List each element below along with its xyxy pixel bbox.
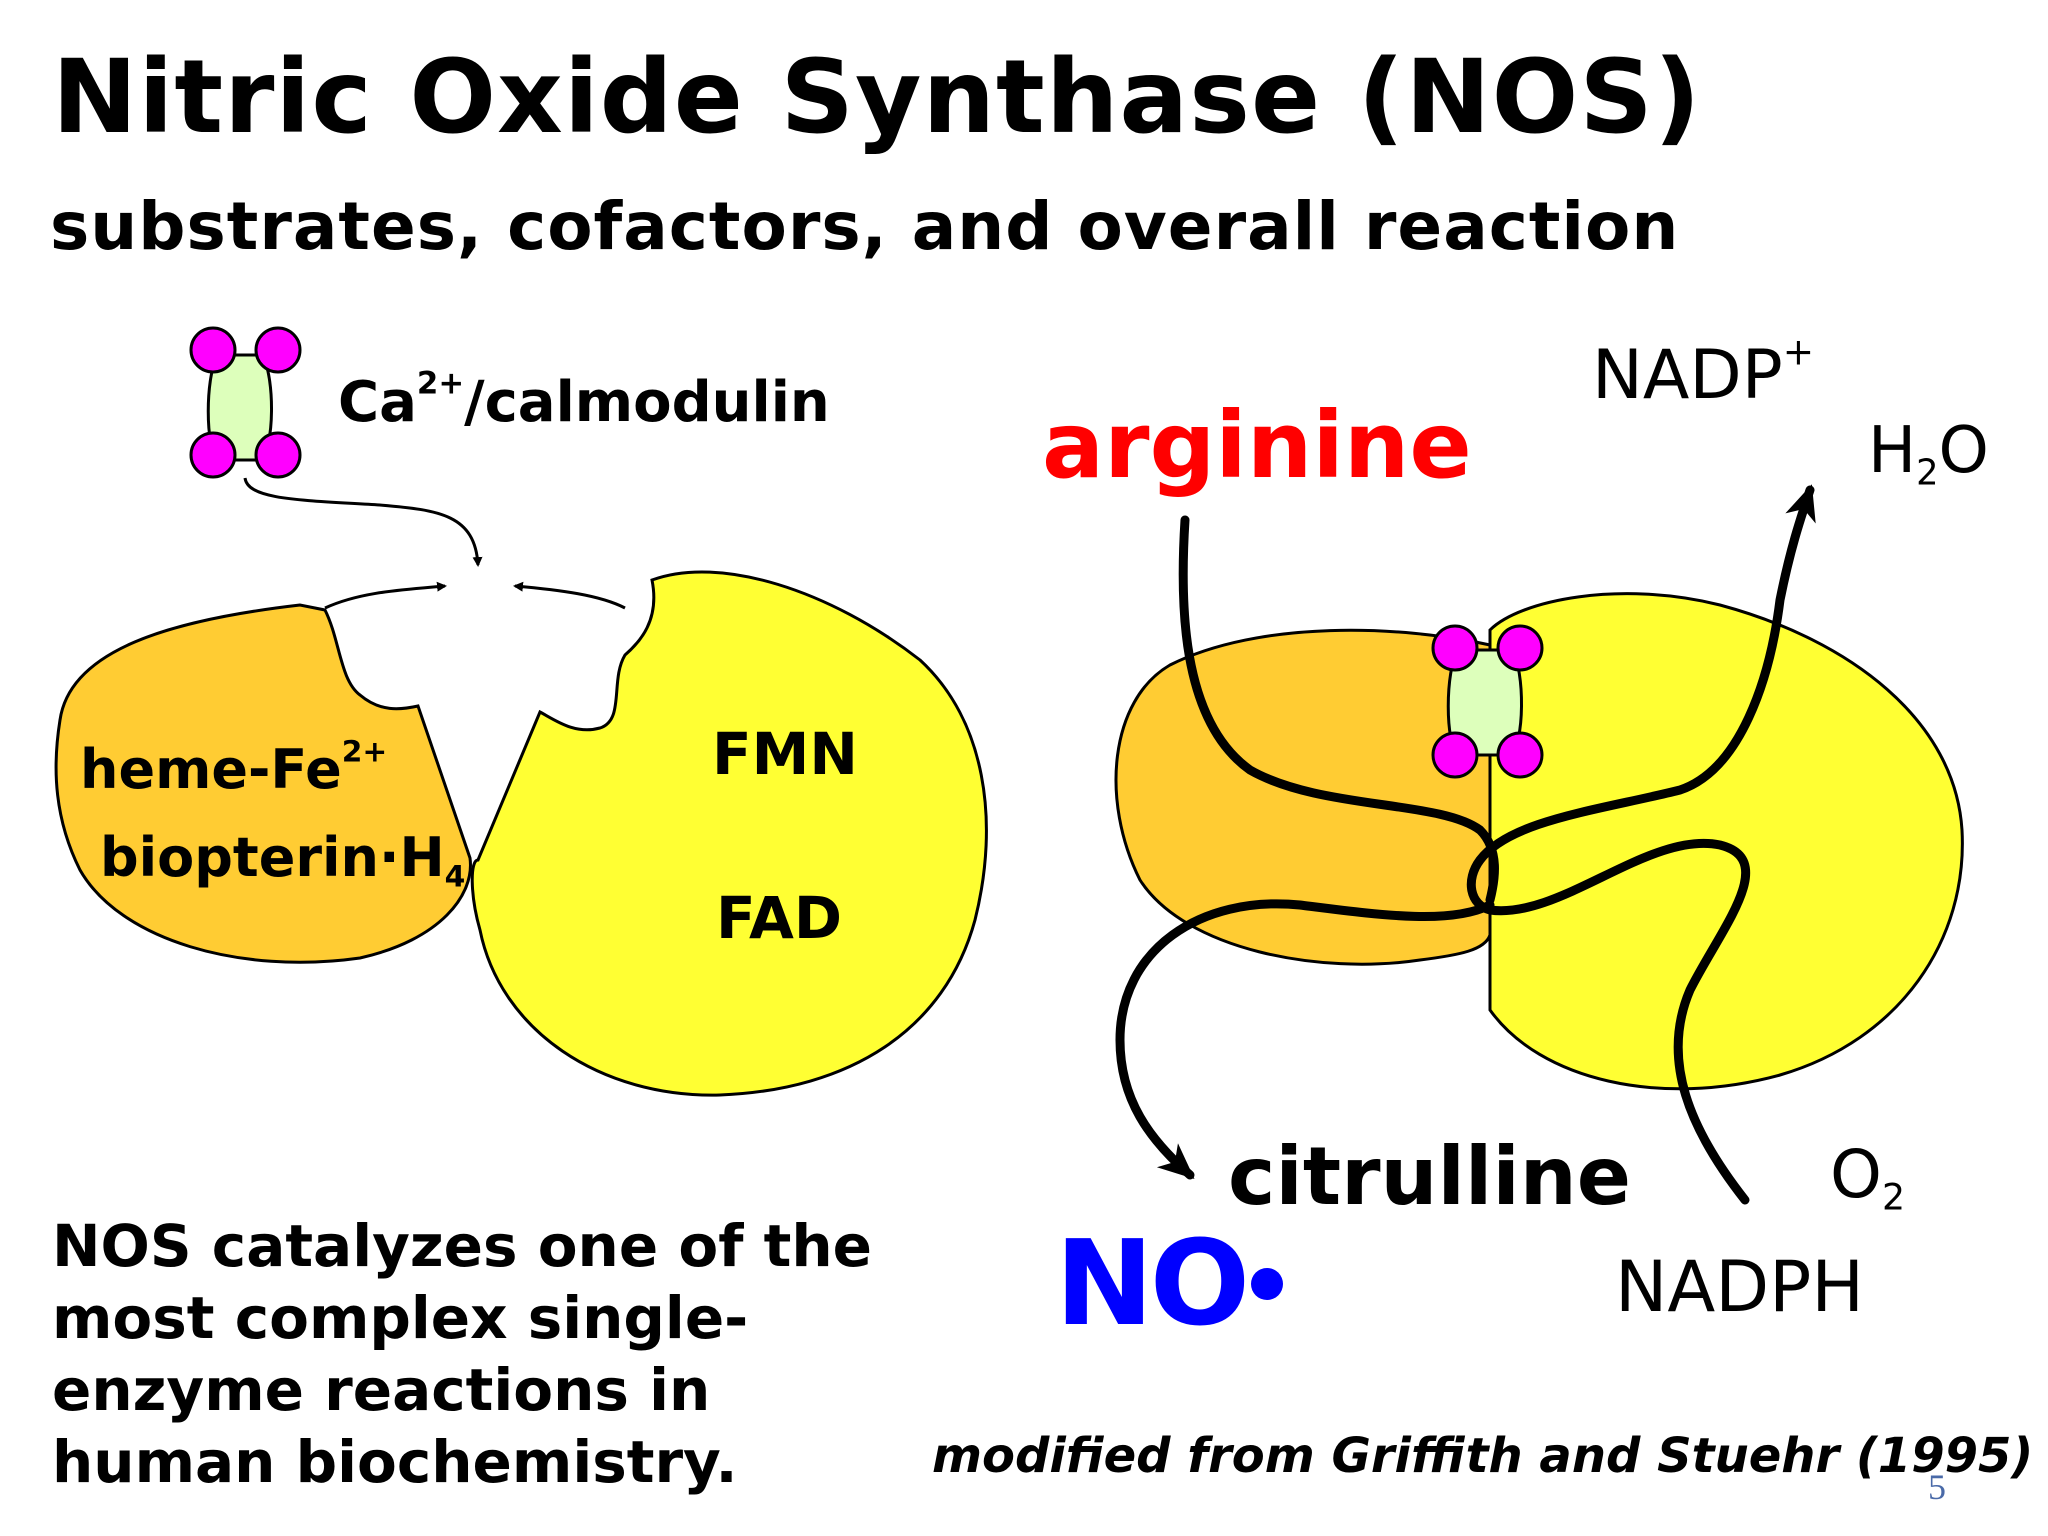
description-text: NOS catalyzes one of the most complex si… <box>52 1210 872 1498</box>
page-subtitle: substrates, cofactors, and overall react… <box>50 188 1680 265</box>
fmn-label: FMN <box>712 720 858 788</box>
calmodulin-label: Ca2+/calmodulin <box>338 365 830 435</box>
calmodulin-right-icon <box>1431 624 1544 779</box>
description-line: most complex single- <box>52 1284 749 1352</box>
water-label: H2O <box>1868 414 1989 494</box>
nitric-oxide-label: NO <box>1055 1214 1250 1352</box>
oxygen-label: O2 <box>1830 1136 1906 1219</box>
no-radical-dot <box>1251 1268 1283 1300</box>
fad-label: FAD <box>716 884 842 952</box>
citrulline-label: citrulline <box>1228 1130 1631 1223</box>
reductase-domain-right <box>1488 592 1964 1091</box>
biopterin-label: biopterin·H4 <box>100 826 466 895</box>
nadph-label: NADPH <box>1615 1246 1864 1328</box>
description-line: human biochemistry. <box>52 1428 738 1496</box>
description-line: NOS catalyzes one of the <box>52 1212 872 1280</box>
heme-label: heme-Fe2+ <box>80 734 388 801</box>
source-credit: modified from Griffith and Stuehr (1995) <box>932 1428 2034 1484</box>
description-line: enzyme reactions in <box>52 1356 711 1424</box>
page-number: 5 <box>1928 1467 1946 1507</box>
reductase-domain-left <box>470 570 988 1097</box>
nadp-label: NADP+ <box>1592 329 1815 415</box>
arginine-label: arginine <box>1042 392 1472 499</box>
oxygenase-domain-left <box>54 603 472 964</box>
page-title: Nitric Oxide Synthase (NOS) <box>52 38 1702 157</box>
calmodulin-left-icon <box>189 326 302 479</box>
